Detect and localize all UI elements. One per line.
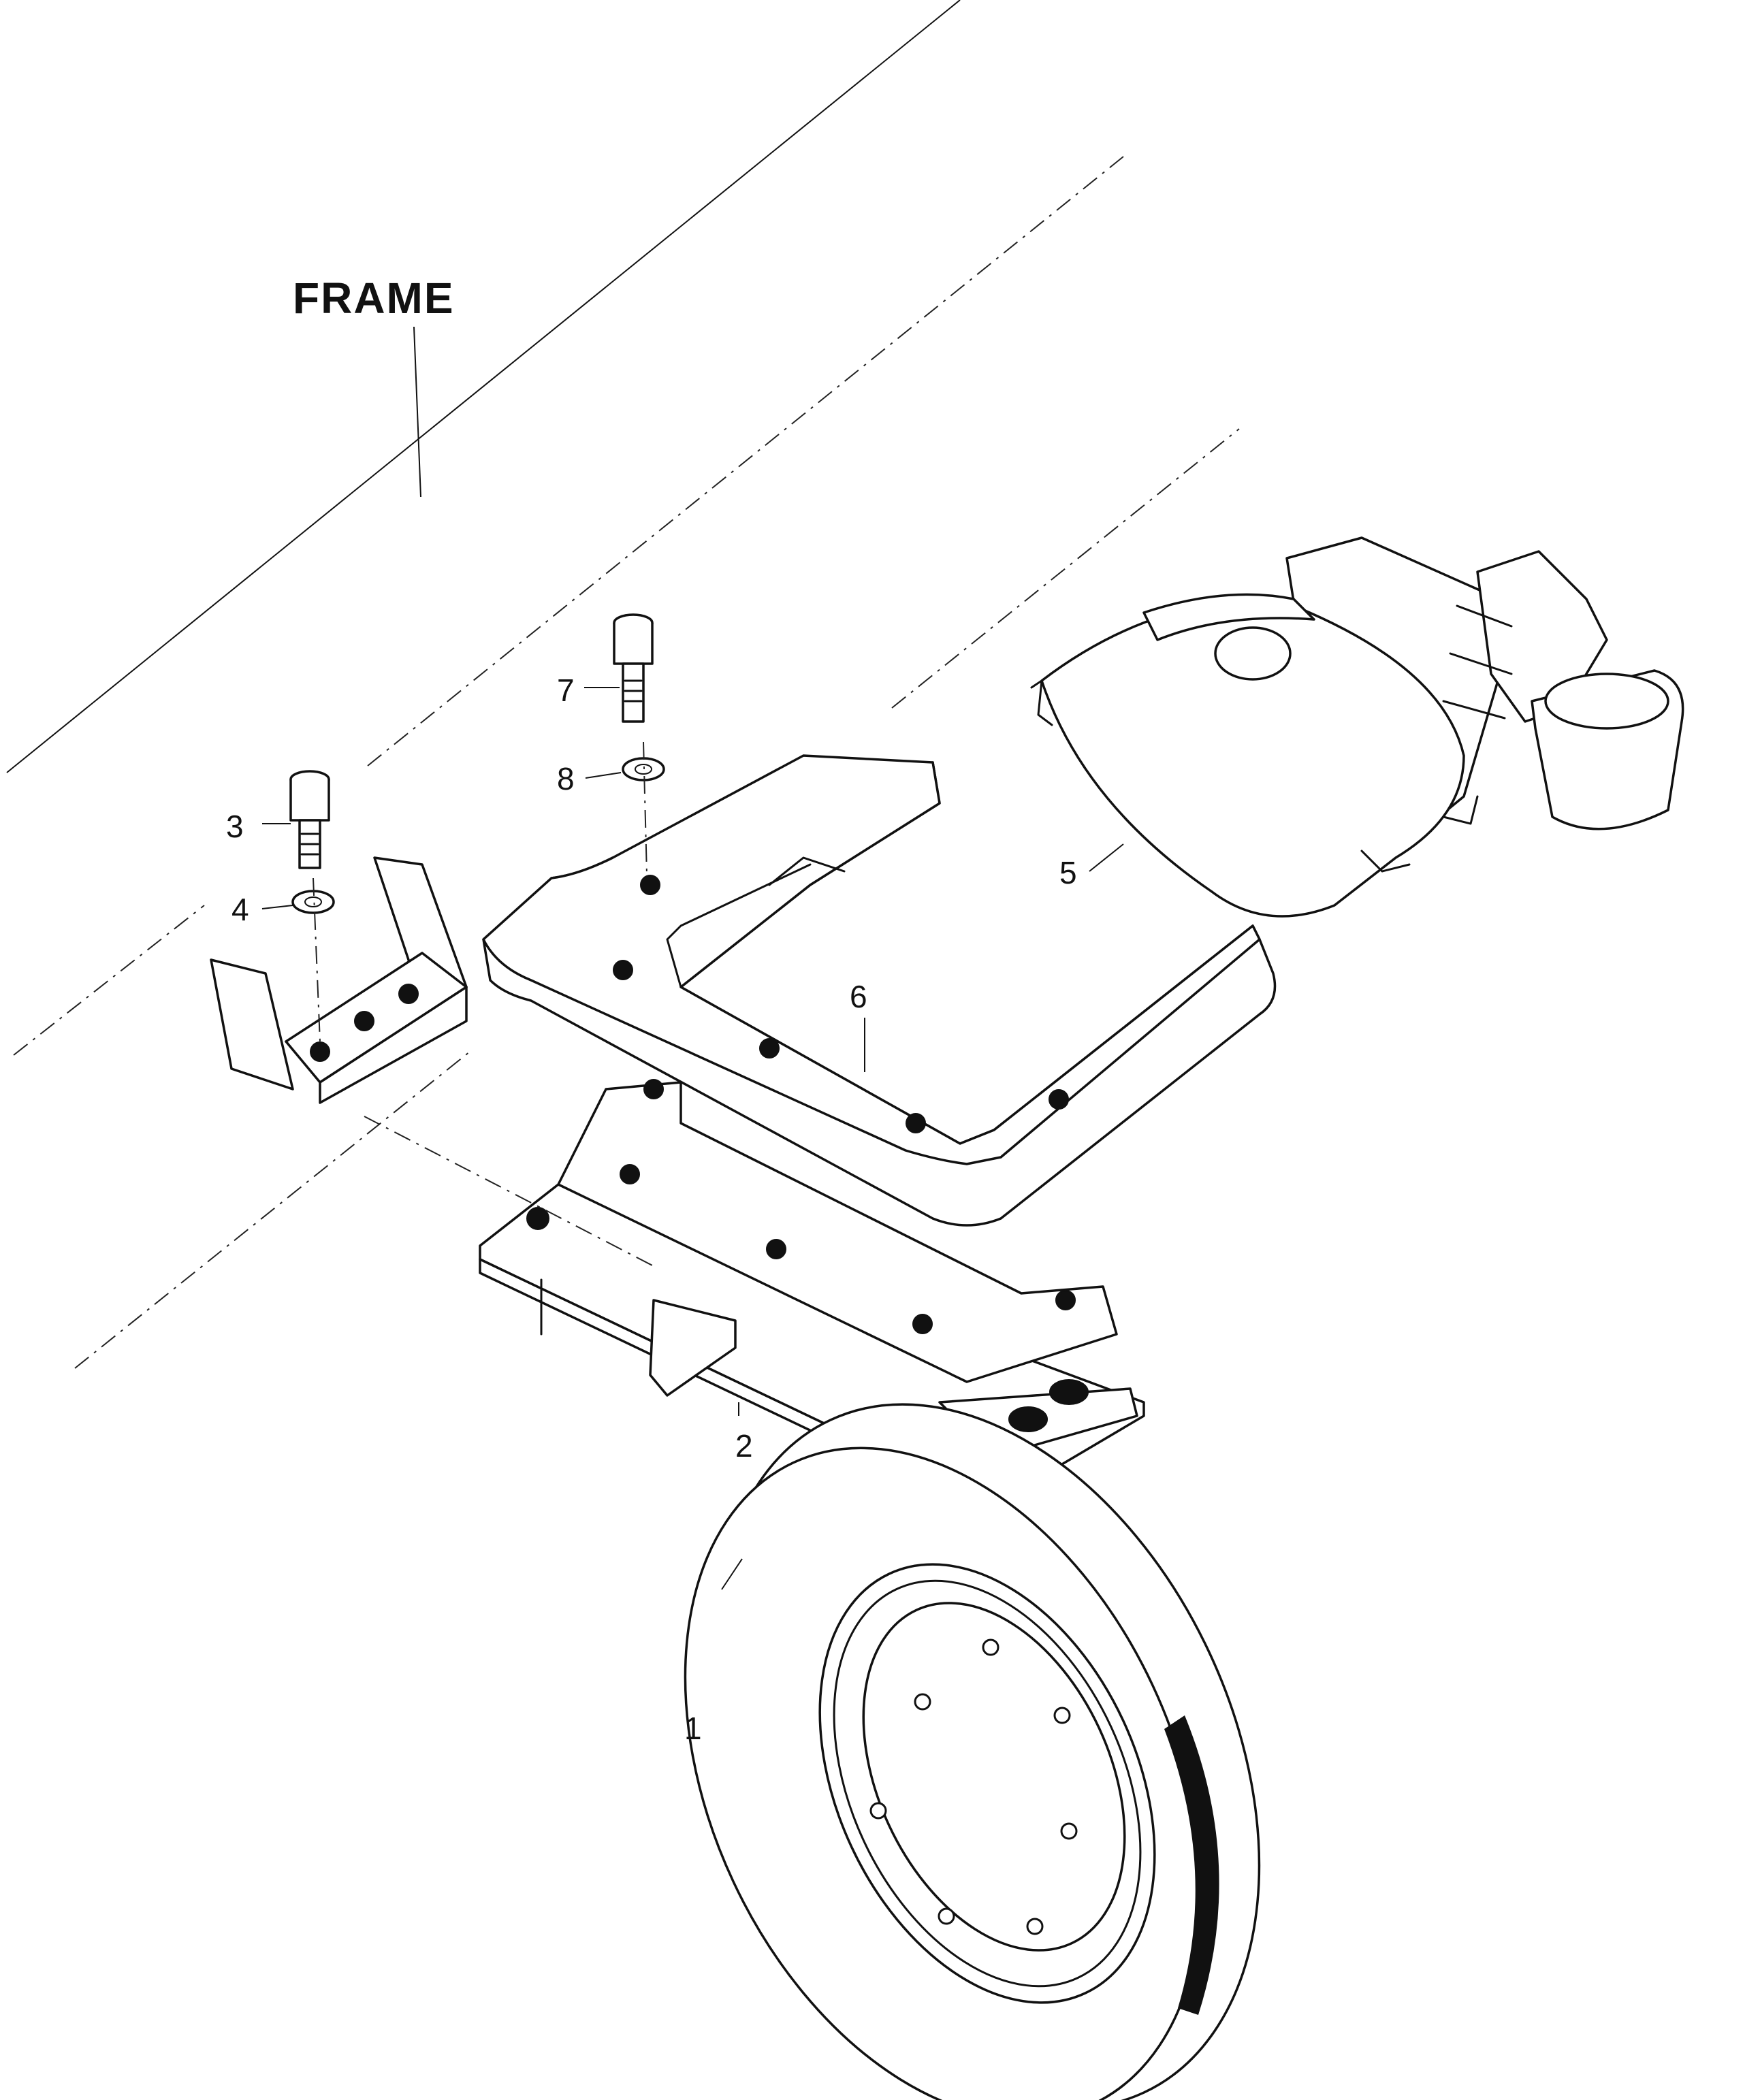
part-1-brake-disc bbox=[684, 1403, 1261, 2100]
callout-8: 8 bbox=[557, 761, 575, 796]
callout-7: 7 bbox=[557, 673, 575, 708]
callout-5: 5 bbox=[1059, 855, 1077, 890]
frame-leader-line bbox=[413, 326, 421, 498]
bolt-3-axis-line bbox=[313, 877, 321, 1042]
frame-outline bbox=[6, 0, 1240, 1369]
part-8-washer bbox=[622, 757, 665, 781]
part-7-bolt bbox=[613, 613, 654, 723]
callout-4: 4 bbox=[231, 892, 249, 927]
left-bracket bbox=[210, 856, 654, 1267]
callout-6: 6 bbox=[850, 979, 867, 1014]
callout-leaders bbox=[261, 687, 1124, 1590]
part-6-caliper-plate bbox=[482, 754, 1277, 1227]
bolt-7-axis-line bbox=[643, 741, 647, 875]
callout-2: 2 bbox=[735, 1428, 753, 1464]
callout-3: 3 bbox=[226, 809, 244, 844]
frame-label: FRAME bbox=[293, 274, 455, 323]
part-5-actuator bbox=[1030, 536, 1684, 918]
callout-1: 1 bbox=[684, 1711, 702, 1746]
part-3-bolt bbox=[289, 770, 330, 869]
